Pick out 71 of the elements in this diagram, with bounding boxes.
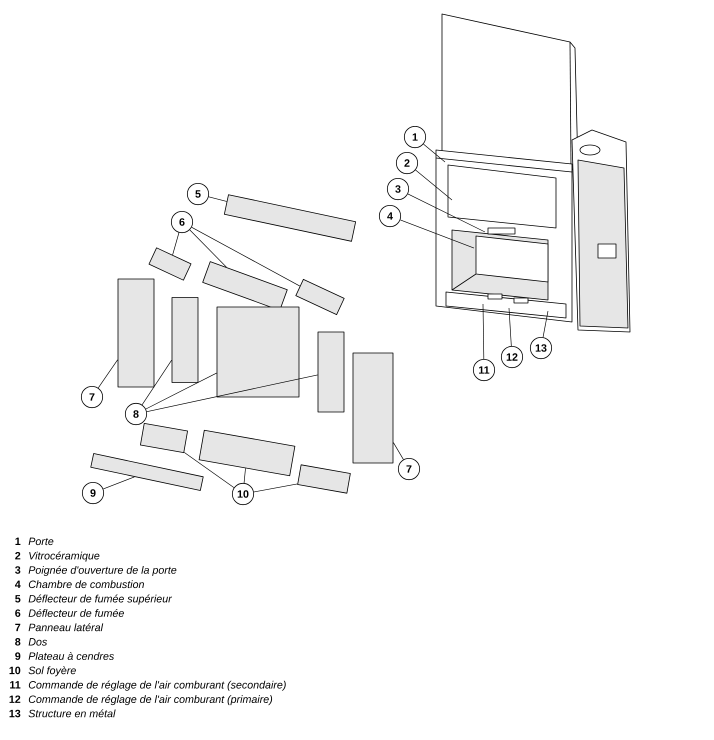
item-number: 13 bbox=[10, 710, 20, 718]
item-text: Déflecteur de fumée bbox=[28, 608, 124, 617]
part-drawing bbox=[318, 332, 344, 412]
item-text: Déflecteur de fumée supérieur bbox=[28, 594, 172, 605]
leader-line bbox=[508, 308, 512, 346]
leader-line bbox=[146, 374, 318, 412]
callout-number: 9 bbox=[82, 482, 104, 504]
leader-line bbox=[482, 304, 484, 360]
item-number: 3 bbox=[15, 566, 20, 574]
leader-line bbox=[208, 196, 227, 202]
item-number: 9 bbox=[15, 652, 20, 660]
item-text: Poignée d'ouverture de la porte bbox=[28, 566, 176, 576]
item-number: 10 bbox=[10, 666, 20, 674]
leader-line bbox=[415, 170, 452, 200]
part-drawing bbox=[140, 422, 188, 454]
part-drawing bbox=[198, 430, 296, 476]
item-number: 12 bbox=[10, 695, 20, 703]
part-drawing bbox=[172, 297, 198, 383]
leader-line bbox=[393, 442, 404, 460]
leader-line bbox=[98, 359, 118, 388]
part-drawing bbox=[216, 306, 300, 398]
item-number: 4 bbox=[14, 580, 21, 588]
item-text: Structure en métal bbox=[28, 709, 116, 718]
leader-line bbox=[244, 468, 246, 484]
item-text: Chambre de combustion bbox=[28, 580, 144, 588]
item-text: Vitrocéramique bbox=[29, 552, 100, 562]
part-drawing bbox=[118, 278, 154, 388]
leader-line bbox=[423, 144, 446, 162]
item-number: 6 bbox=[15, 609, 20, 617]
item-number: 7 bbox=[15, 624, 20, 632]
callout-number: 12 bbox=[500, 346, 524, 368]
item-text: Sol foyère bbox=[28, 666, 76, 676]
leader-line bbox=[408, 194, 486, 232]
callout-number: 8 bbox=[124, 402, 148, 426]
leader-line bbox=[191, 226, 300, 286]
callout-number: 1 bbox=[404, 126, 426, 148]
part-drawing bbox=[148, 247, 192, 281]
leader-line bbox=[400, 220, 474, 248]
item-text: Panneau latéral bbox=[28, 623, 104, 632]
leader-line bbox=[542, 310, 548, 338]
leader-line bbox=[184, 452, 234, 488]
item-number: 2 bbox=[15, 552, 20, 560]
leader-line bbox=[146, 372, 217, 410]
callout-number: 7 bbox=[80, 386, 104, 408]
leader-line bbox=[102, 476, 135, 490]
item-text: Dos bbox=[28, 638, 48, 646]
callout-number: 6 bbox=[170, 210, 194, 234]
leader-line bbox=[254, 484, 298, 492]
callout-number: 4 bbox=[378, 204, 402, 228]
part-drawing bbox=[295, 278, 345, 316]
callout-number: 5 bbox=[186, 182, 210, 206]
part-drawing bbox=[297, 464, 351, 494]
item-text: Porte bbox=[28, 538, 54, 546]
item-number: 5 bbox=[15, 595, 20, 602]
callout-number: 2 bbox=[396, 152, 418, 174]
item-number: 8 bbox=[15, 638, 20, 646]
part-drawing bbox=[224, 194, 356, 242]
callout-number: 13 bbox=[530, 336, 552, 360]
item-number: 1 bbox=[15, 538, 20, 545]
part-drawing bbox=[352, 352, 394, 464]
leader-line bbox=[172, 232, 180, 256]
leader-line bbox=[142, 360, 172, 406]
item-text: Commande de réglage de l'air comburant (primaire) bbox=[28, 695, 272, 706]
item-number: 11 bbox=[10, 681, 20, 688]
callout-number: 7 bbox=[398, 458, 420, 480]
item-text: Commande de réglage de l'air comburant (secondaire) bbox=[28, 680, 286, 691]
callout-number: 3 bbox=[386, 178, 410, 200]
item-text: Plateau à cendres bbox=[28, 652, 114, 660]
callout-number: 10 bbox=[232, 482, 254, 506]
leader-line bbox=[189, 230, 227, 268]
callout-number: 11 bbox=[472, 358, 496, 382]
